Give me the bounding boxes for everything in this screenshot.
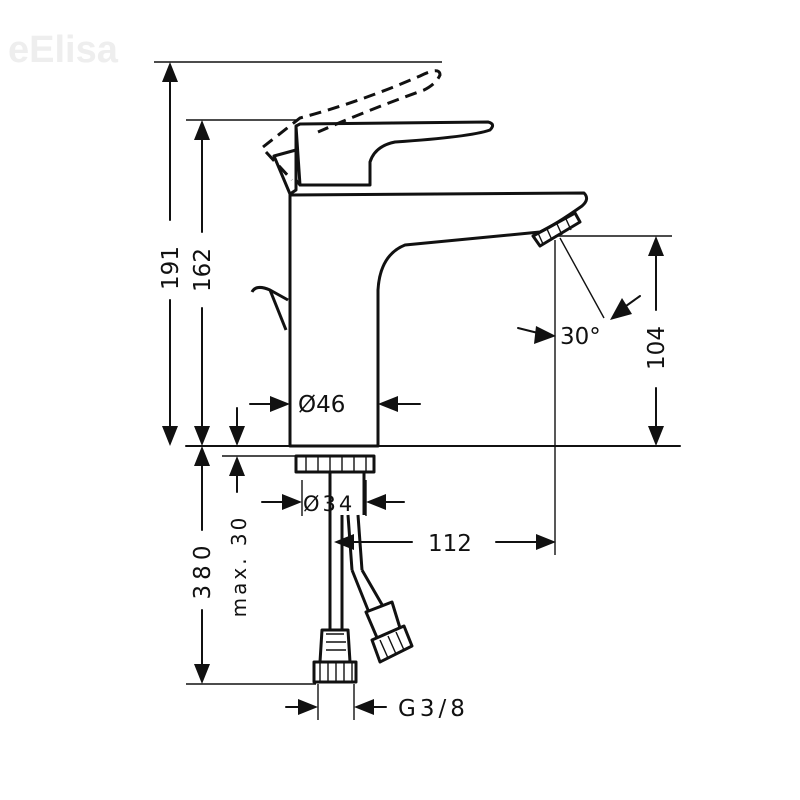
dimension-lines bbox=[154, 61, 672, 720]
faucet-outline bbox=[185, 69, 681, 684]
dim-34-label: Ø34 bbox=[303, 492, 355, 516]
dim-max30-label: max. 30 bbox=[227, 515, 251, 618]
dim-191-label: 191 bbox=[158, 246, 184, 290]
dim-112-label: 112 bbox=[428, 531, 472, 557]
dim-46-label: Ø46 bbox=[298, 392, 345, 418]
dim-g38-label: G3/8 bbox=[398, 696, 469, 722]
dim-angle-label: 30° bbox=[560, 324, 601, 350]
dim-104-label: 104 bbox=[644, 326, 670, 370]
dimension-labels: 191 162 104 380 max. 30 30° Ø46 Ø34 112 … bbox=[158, 246, 670, 722]
dim-380-label: 380 bbox=[190, 541, 216, 600]
dim-162-label: 162 bbox=[190, 248, 216, 292]
watermark-logo: eElisa bbox=[8, 29, 119, 71]
